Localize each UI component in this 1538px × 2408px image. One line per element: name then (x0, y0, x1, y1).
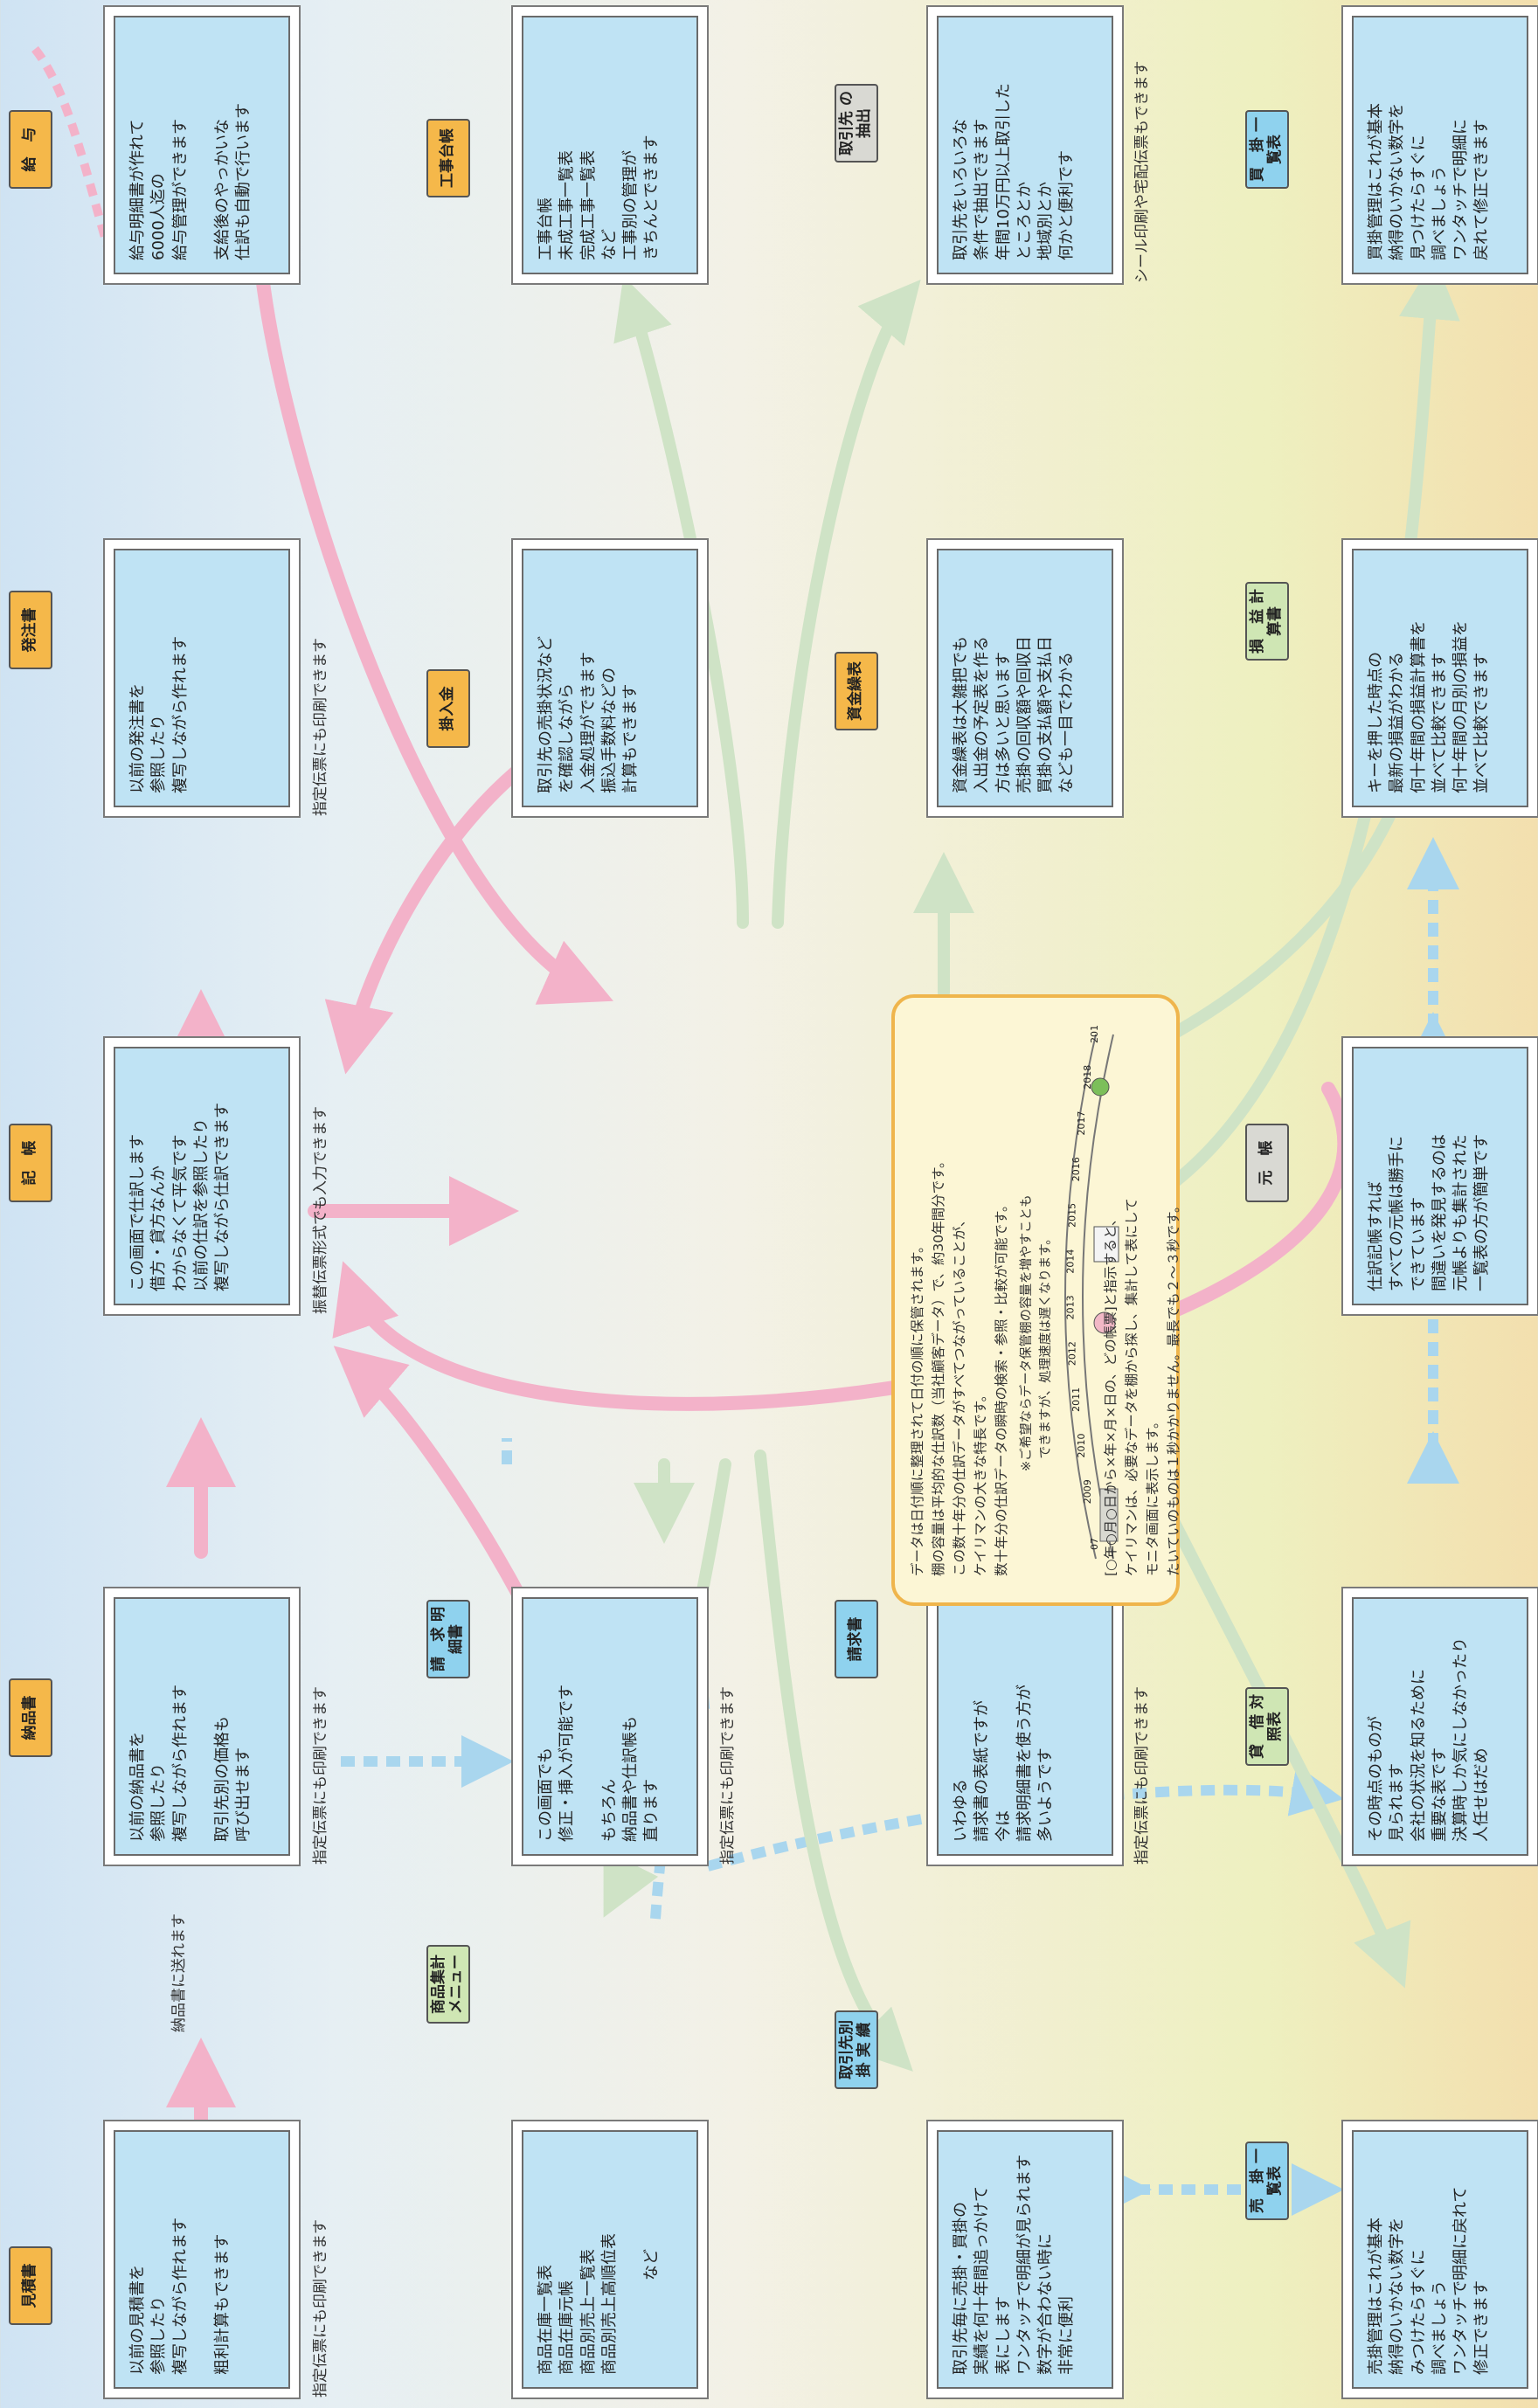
note-torihiki-chushutsu: シール印刷や宅配伝票もできます (1133, 60, 1151, 283)
card-shohin: 商品在庫一覧表 商品在庫元帳 商品別売上一覧表 商品別売上高順位表 など (511, 2120, 709, 2399)
label-hacchu: 発注書 (9, 591, 52, 669)
label-shohin-menu: 商品集計 メニュー (426, 1945, 470, 2024)
year-label: 2017 (1076, 1111, 1087, 1135)
center-note: ※ご希望ならデータ保管棚の容量を増やすことも できますが、処理速度は遅くなります… (1020, 1194, 1054, 1471)
data-storage-panel: データは日付順に整理されて日付の順に保管されます。 棚の容量は平均的な仕訳数（当… (891, 994, 1181, 1606)
label-kouji: 工事台帳 (426, 119, 470, 197)
year-shelf-labels: 07 2009 2010 2011 2012 2013 2014 2015 2016 2017 20… (1064, 1025, 1100, 1550)
card-shikin: 資金繰表は大雑把でも 入出金の予定表を作る 方は多いと思います 売掛の回収額や回… (926, 538, 1124, 818)
label-motocho: 元 帳 (1245, 1124, 1289, 1202)
label-soneki: 損 益 計算書 (1245, 582, 1289, 661)
note-send-to-nohin: 納品書に送れます (170, 1913, 188, 2032)
arrow-motocho-kicho (332, 1082, 1352, 1411)
card-motocho: 仕訳記帳すれば すべての元帳は勝手に できています 間違いを発見するのは 元帳よ… (1341, 1036, 1538, 1316)
card-nohin: 以前の納品書を 参照したり 複写しながら作れます 取引先別の価格も 呼び出せます (103, 1587, 301, 1866)
year-label: 07 (1089, 1538, 1100, 1550)
note-kicho: 振替伝票形式でも入力できます (312, 1106, 329, 1314)
card-torihiki-jisseki: 取引先毎に売掛・買掛の 実績を何十年間追っかけて 表にします ワンタッチで明細が… (926, 2120, 1124, 2399)
year-label: 2010 (1076, 1434, 1087, 1458)
card-seikyu-meisai: この画面でも 修正・挿入が可能です もちろん 納品書や仕訳帳も 直ります (511, 1587, 709, 1866)
label-torihiki-jisseki: 取引先別 掛 実 績 (835, 2010, 878, 2089)
card-urikake: 売掛管理はこれが基本 納得のいかない数字を みつけたらすぐに 調べましょう ワン… (1341, 2120, 1538, 2399)
card-seikyusho: いわゆる 請求書の表紙ですが 今は 請求明細書を使う方が 多いようです (926, 1587, 1124, 1866)
arrow-center-chushutsu (772, 280, 921, 929)
label-seikyusho: 請求書 (835, 1600, 878, 1678)
year-label: 201 (1089, 1025, 1100, 1043)
year-label: 2012 (1067, 1341, 1078, 1366)
arrow-center-torihiki (754, 1450, 913, 2072)
storage-shelf-illustration: 07 2009 2010 2011 2012 2013 2014 2015 2016 2017 20… (1064, 1025, 1119, 1560)
note-seikyu-meisai: 指定伝票にも印刷できます (719, 1686, 737, 1865)
card-torihiki-chushutsu: 取引先をいろいろな 条件で抽出できます 年間10万円以上取引した ところとか 地… (926, 5, 1124, 285)
label-shikin: 資金繰表 (835, 652, 878, 730)
year-label: 2013 (1064, 1295, 1076, 1319)
arrow-kainyu-kicho (324, 758, 531, 1075)
label-mitsumori: 見積書 (9, 2246, 52, 2325)
year-label: 2016 (1070, 1157, 1082, 1181)
monitor-icon (1093, 1226, 1119, 1263)
card-soneki: キーを押した時点の 最新の損益がわかる 何十年間の損益計算書を 並べて比較できま… (1341, 538, 1538, 818)
label-kaikake: 買 掛 一覧表 (1245, 110, 1289, 189)
label-seikyu-meisai: 請 求 明細書 (426, 1600, 470, 1678)
center-bottom-text: [○年○月○日から×年×月×日の、どの帳票]と指示すると、 ケイリマンは、必要な… (1103, 1198, 1182, 1576)
card-kyuyo: 給与明細書が作れて 6000人迄の 給与管理ができます 支給後のやっかいな 仕訳… (103, 5, 301, 285)
shelf-cabinet-icon (1099, 1488, 1119, 1542)
label-kainyukin: 掛入金 (426, 669, 470, 748)
card-kainyukin: 取引先の売掛状況など を確認しながら 入金処理ができます 振込手数料などの 計算… (511, 538, 709, 818)
note-nohin: 指定伝票にも印刷できます (312, 1686, 329, 1865)
label-kicho: 記 帳 (9, 1124, 52, 1202)
card-taishaku: その時点のものが 見られます 会社の状況を知るために 重要な表です 決算時しか気… (1341, 1587, 1538, 1866)
year-label: 2014 (1064, 1249, 1076, 1274)
label-nohin: 納品書 (9, 1678, 52, 1757)
label-kyuyo: 給 与 (9, 110, 52, 189)
center-top-text: データは日付順に整理されて日付の順に保管されます。 棚の容量は平均的な仕訳数（当… (910, 1154, 1010, 1576)
card-kaikake: 買掛管理はこれが基本 納得のいかない数字を 見つけたらすぐに 調べましょう ワン… (1341, 5, 1538, 285)
card-kicho: この画面で仕訳します 借方・貸方なんか わからなくて平気です 以前の仕訳を参照し… (103, 1036, 301, 1316)
year-label: 2015 (1067, 1203, 1078, 1228)
arrow-kyuyo-center (255, 269, 613, 1005)
robot-icon (1093, 1311, 1116, 1334)
card-hacchu: 以前の発注書を 参照したり 複写しながら作れます (103, 538, 301, 818)
year-label: 2009 (1082, 1479, 1093, 1504)
label-taishaku: 貸 借 対照表 (1245, 1687, 1289, 1766)
plant-icon (1091, 1077, 1110, 1097)
label-torihiki-chushutsu: 取引先 の抽出 (835, 84, 878, 163)
note-mitsumori: 指定伝票にも印刷できます (312, 2219, 329, 2398)
note-seikyusho: 指定伝票にも印刷できます (1133, 1686, 1151, 1865)
year-label: 2018 (1082, 1065, 1093, 1090)
card-kouji: 工事台帳 未成工事一覧表 完成工事一覧表 など 工事別の管理が きちんとできます (511, 5, 709, 285)
year-label: 2011 (1070, 1387, 1082, 1412)
label-urikake: 売 掛 一覧表 (1245, 2142, 1289, 2220)
card-mitsumori: 以前の見積書を 参照したり 複写しながら作れます 粗利計算もできます (103, 2120, 301, 2399)
note-hacchu: 指定伝票にも印刷できます (312, 638, 329, 816)
